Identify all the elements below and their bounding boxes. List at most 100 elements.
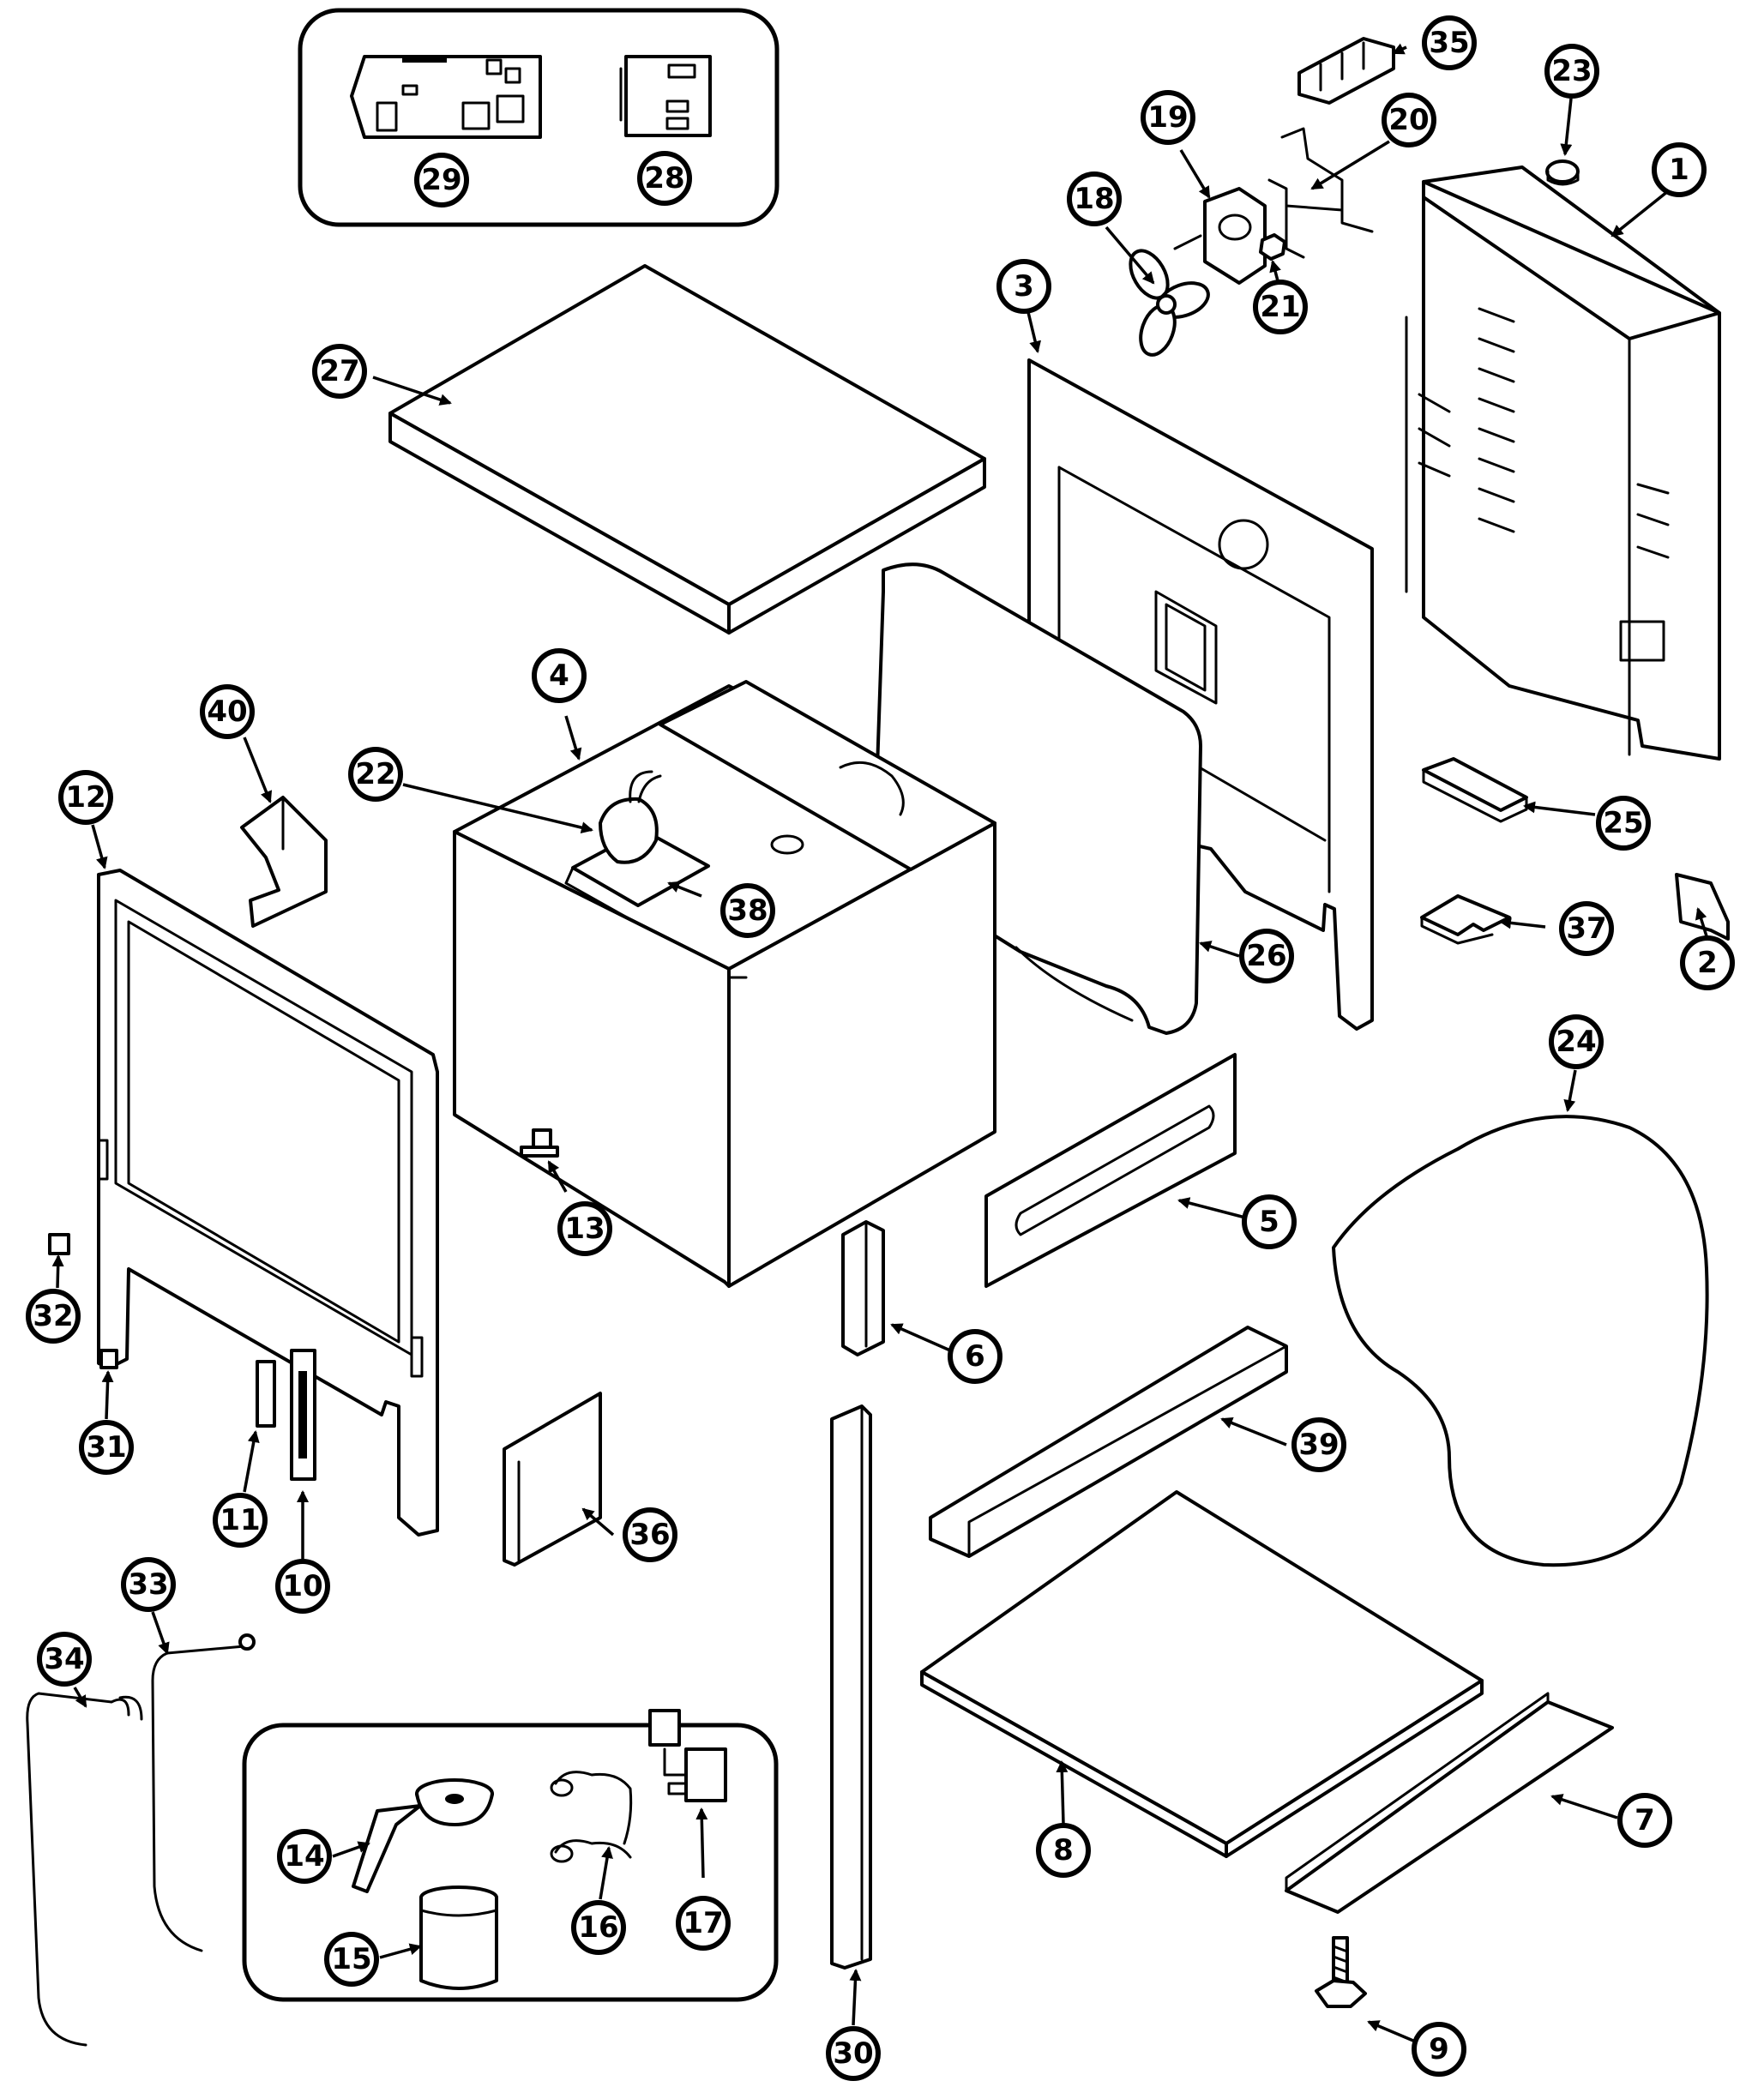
callout-36: 36 <box>623 1507 677 1562</box>
part-12-door-frame <box>97 869 439 1537</box>
callout-25: 25 <box>1596 796 1651 851</box>
part-15-jar <box>419 1886 498 1990</box>
callout-40: 40 <box>200 684 255 739</box>
part-27-top-panel <box>388 264 986 635</box>
callout-label-2: 2 <box>1697 946 1718 980</box>
callout-label-31: 31 <box>86 1430 126 1464</box>
callout-label-34: 34 <box>44 1642 84 1676</box>
callout-3: 3 <box>996 259 1051 314</box>
callout-label-29: 29 <box>421 163 461 197</box>
callout-18: 18 <box>1067 171 1122 226</box>
part-19-motor <box>1173 187 1267 285</box>
callout-label-11: 11 <box>220 1503 260 1537</box>
part-7-angle-rail <box>1285 1692 1614 1914</box>
callout-37: 37 <box>1559 901 1614 956</box>
part-21-nut <box>1259 233 1286 261</box>
part-25-bracket <box>1422 757 1528 823</box>
part-37-bracket <box>1420 894 1511 945</box>
callout-27: 27 <box>312 344 367 399</box>
callout-label-16: 16 <box>578 1910 618 1945</box>
part-2-cover <box>1675 873 1730 941</box>
part-36-small-panel <box>503 1392 602 1567</box>
part-11-hinge-plate <box>256 1360 276 1428</box>
part-34-gas-tube <box>26 1692 143 2047</box>
part-39-trough <box>929 1326 1288 1558</box>
callout-12: 12 <box>58 770 113 825</box>
part-1-back-panel <box>1405 165 1721 761</box>
callout-17: 17 <box>676 1896 731 1951</box>
callout-7: 7 <box>1617 1793 1672 1848</box>
callout-label-1: 1 <box>1669 153 1689 187</box>
callout-label-26: 26 <box>1246 939 1286 973</box>
callout-21: 21 <box>1253 280 1308 334</box>
callout-label-9: 9 <box>1429 2032 1449 2066</box>
callout-23: 23 <box>1544 44 1599 99</box>
callout-label-27: 27 <box>319 354 359 388</box>
callout-label-15: 15 <box>331 1942 371 1976</box>
callout-8: 8 <box>1036 1823 1091 1878</box>
part-24-insulation <box>1332 1115 1709 1567</box>
callout-label-37: 37 <box>1566 911 1606 946</box>
callout-label-28: 28 <box>644 161 684 195</box>
part-16-spring-clip <box>550 1771 633 1863</box>
callout-label-18: 18 <box>1074 182 1114 216</box>
part-23-igniter <box>1545 159 1580 186</box>
callout-label-38: 38 <box>727 893 768 928</box>
part-9-leveling-leg <box>1315 1936 1367 2008</box>
callout-31: 31 <box>79 1420 134 1475</box>
callout-label-32: 32 <box>33 1299 73 1333</box>
callout-label-23: 23 <box>1551 54 1592 88</box>
vent-slots <box>1418 307 1670 662</box>
callout-label-10: 10 <box>282 1569 322 1603</box>
callout-29: 29 <box>414 153 469 207</box>
callout-label-20: 20 <box>1388 103 1429 137</box>
part-18-fan-blade <box>1129 249 1210 357</box>
callout-label-5: 5 <box>1259 1205 1279 1239</box>
part-5-drawer-panel <box>984 1053 1237 1288</box>
callout-19: 19 <box>1141 90 1195 145</box>
callout-33: 33 <box>121 1557 176 1612</box>
callout-16: 16 <box>571 1900 626 1955</box>
part-31-foot <box>99 1349 118 1369</box>
callout-11: 11 <box>213 1493 268 1548</box>
part-22-38-thermostat-valve <box>564 770 710 923</box>
callout-label-12: 12 <box>65 780 105 815</box>
callout-label-24: 24 <box>1556 1025 1596 1059</box>
callout-label-33: 33 <box>128 1567 168 1602</box>
callout-5: 5 <box>1242 1194 1297 1249</box>
control-board-group <box>298 8 780 227</box>
callout-label-3: 3 <box>1014 269 1034 304</box>
callout-24: 24 <box>1549 1014 1604 1069</box>
callout-20: 20 <box>1382 93 1436 147</box>
callout-label-7: 7 <box>1635 1803 1655 1837</box>
part-4-oven-cavity <box>453 680 996 1288</box>
part-20-bracket <box>1267 127 1374 259</box>
callout-label-40: 40 <box>207 695 247 729</box>
part-17-switch <box>648 1709 727 1802</box>
callout-label-4: 4 <box>549 659 569 693</box>
part-14-burner-cap <box>352 1778 494 1893</box>
callout-22: 22 <box>348 747 403 802</box>
callout-14: 14 <box>277 1829 332 1884</box>
callout-6: 6 <box>948 1329 1002 1384</box>
callout-label-8: 8 <box>1053 1833 1074 1867</box>
part-8-bottom-pan <box>920 1490 1484 1858</box>
callout-label-14: 14 <box>284 1839 324 1873</box>
callout-38: 38 <box>720 883 775 938</box>
callout-label-6: 6 <box>965 1339 985 1374</box>
part-28-control-board <box>619 55 712 137</box>
callout-label-30: 30 <box>833 2036 873 2071</box>
callout-label-19: 19 <box>1147 100 1188 135</box>
part-6-bracket <box>841 1220 885 1356</box>
callout-30: 30 <box>826 2026 881 2081</box>
burner-parts-group <box>242 1709 779 2002</box>
callout-label-39: 39 <box>1298 1428 1339 1462</box>
callout-13: 13 <box>557 1201 612 1256</box>
part-40-bracket <box>240 796 328 928</box>
callout-label-22: 22 <box>355 757 395 791</box>
callout-2: 2 <box>1680 935 1735 990</box>
callout-1: 1 <box>1652 142 1707 197</box>
callout-9: 9 <box>1412 2022 1466 2077</box>
part-33-gas-tube <box>151 1633 256 1952</box>
